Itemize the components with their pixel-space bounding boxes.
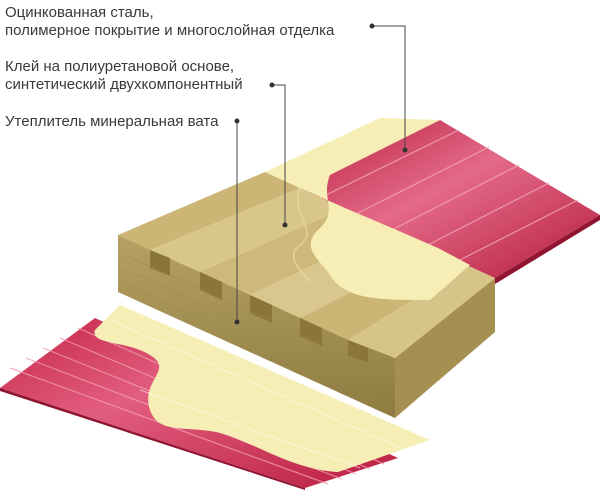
label-polyurethane-glue-line2: синтетический двухкомпонентный [5, 76, 243, 93]
leader-dot-wool-start [234, 118, 240, 124]
label-polyurethane-glue: Клей на полиуретановой основе, синтетиче… [5, 58, 243, 94]
label-galvanized-steel: Оцинкованная сталь, полимерное покрытие … [5, 4, 334, 40]
leader-dot-glue-end [282, 222, 288, 228]
wool-front-face [118, 235, 395, 418]
leader-line-glue [272, 84, 286, 225]
label-galvanized-steel-line2: полимерное покрытие и многослойная отдел… [5, 22, 335, 39]
wool-right-face [395, 278, 495, 418]
leader-dot-steel-end [402, 147, 408, 153]
bottom-glue-layer [94, 305, 431, 472]
top-glue-layer [265, 118, 470, 300]
label-mineral-wool: Утеплитель минеральная вата [5, 113, 218, 131]
label-mineral-wool-line1: Утеплитель минеральная вата [5, 113, 219, 130]
top-steel-sheet [300, 120, 600, 284]
label-galvanized-steel-line1: Оцинкованная сталь, [5, 4, 154, 21]
label-polyurethane-glue-line1: Клей на полиуретановой основе, [5, 58, 235, 75]
leader-line-steel [372, 25, 406, 150]
leader-dot-steel-start [369, 23, 375, 29]
leader-dot-wool-end [234, 319, 240, 325]
leader-dot-glue-start [269, 82, 275, 88]
